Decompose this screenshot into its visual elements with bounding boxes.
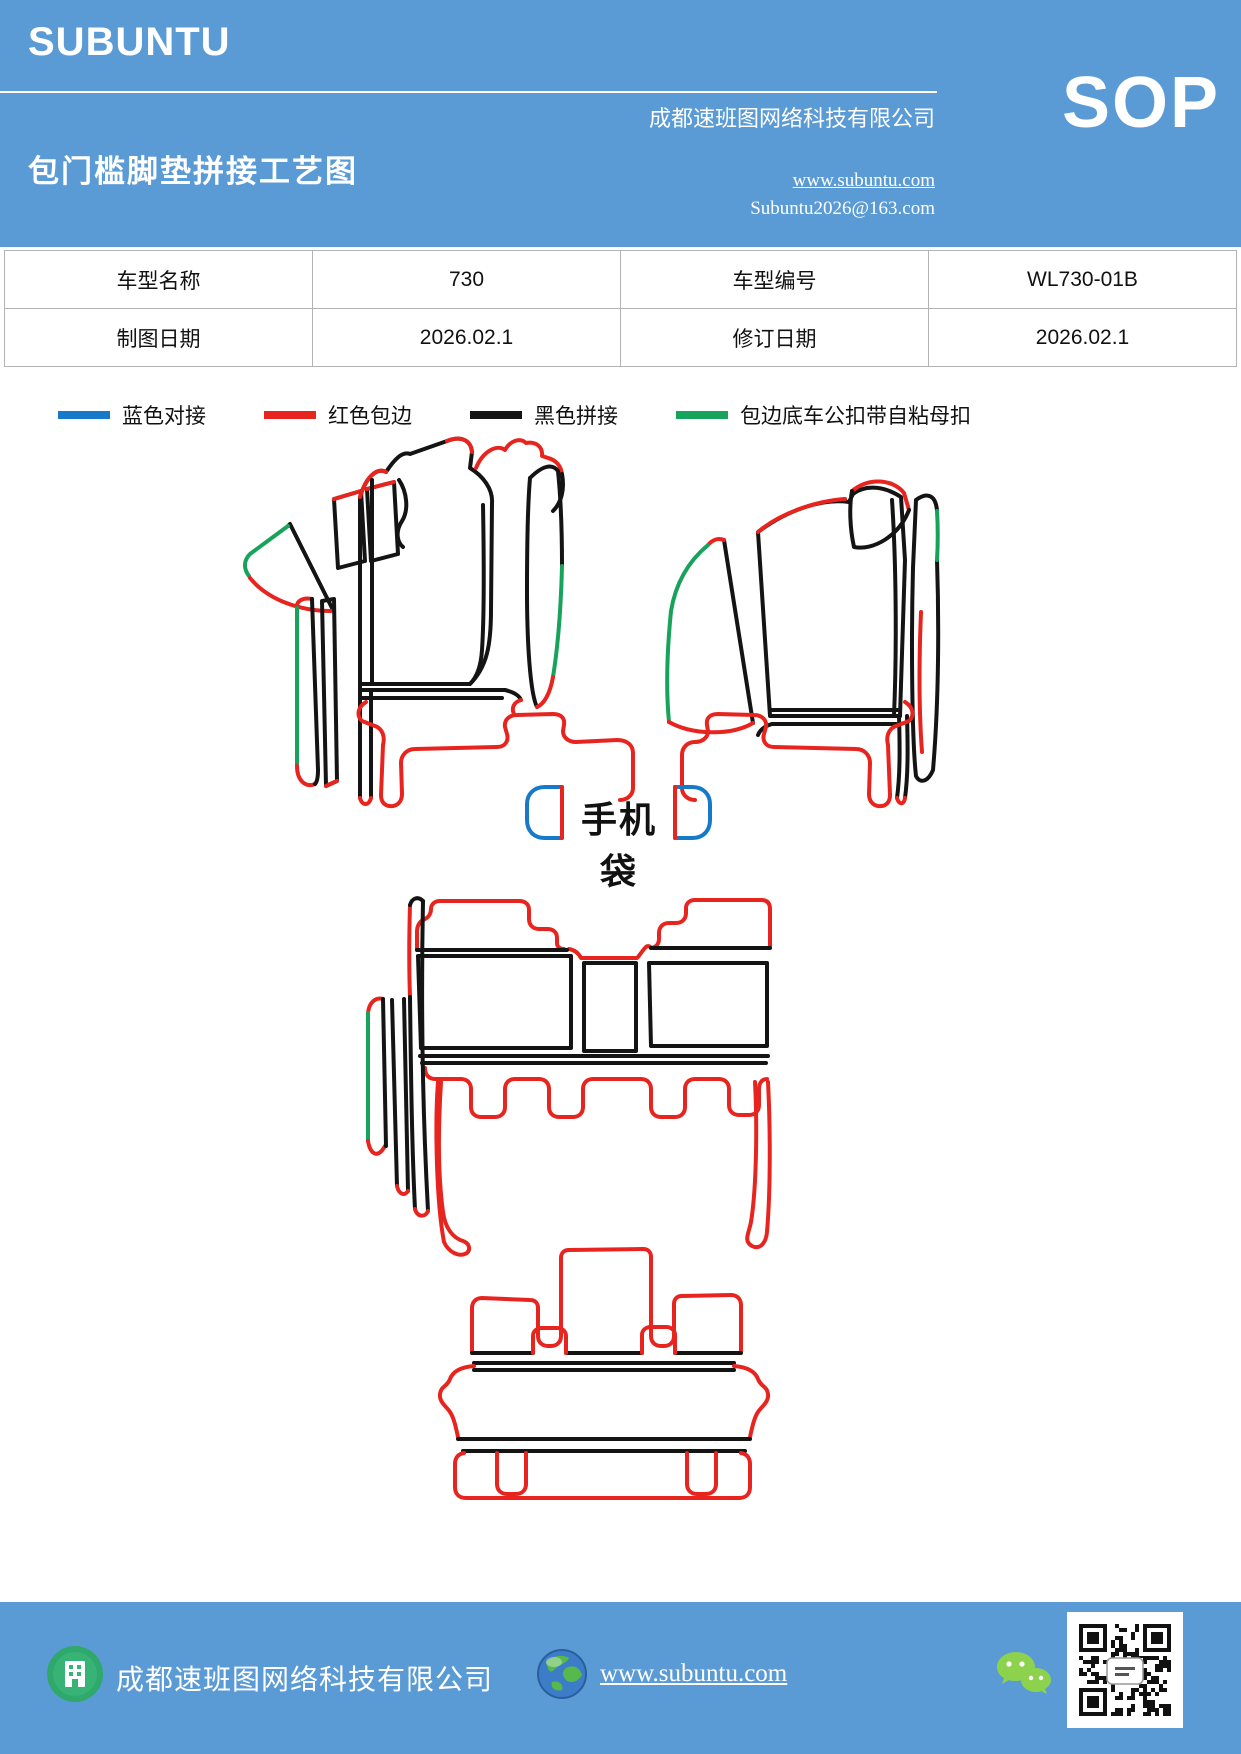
trunk-mat-outline xyxy=(437,1247,771,1500)
legend-label: 红色包边 xyxy=(328,404,412,428)
color-legend: 蓝色对接 红色包边 黑色拼接 包边底车公扣带自粘母扣 xyxy=(58,398,1178,432)
phone-bag-label: 手机袋 xyxy=(580,799,657,892)
qr-code xyxy=(1067,1612,1183,1728)
draw-date-label: 制图日期 xyxy=(4,308,313,367)
model-code-value: WL730-01B xyxy=(928,250,1237,309)
revise-date-value: 2026.02.1 xyxy=(928,308,1237,367)
phone-bag-brackets xyxy=(525,785,712,840)
model-name-value: 730 xyxy=(312,250,621,309)
green-line-swatch xyxy=(676,411,728,419)
vehicle-info-table: 车型名称 730 车型编号 WL730-01B 制图日期 2026.02.1 修… xyxy=(4,250,1237,367)
header-banner xyxy=(0,0,1241,247)
legend-item-green: 包边底车公扣带自粘母扣 xyxy=(676,400,971,430)
black-line-swatch xyxy=(470,411,522,419)
page-title: 包门槛脚垫拼接工艺图 xyxy=(28,154,358,189)
model-code-label: 车型编号 xyxy=(620,250,929,309)
revise-date-label: 修订日期 xyxy=(620,308,929,367)
table-row: 制图日期 2026.02.1 修订日期 2026.02.1 xyxy=(4,308,1237,367)
sop-badge: SOP xyxy=(1062,63,1221,143)
legend-label: 包边底车公扣带自粘母扣 xyxy=(740,404,971,428)
rear-row-mat-outline xyxy=(366,896,772,1257)
draw-date-value: 2026.02.1 xyxy=(312,308,621,367)
legend-item-blue: 蓝色对接 xyxy=(58,400,206,430)
front-left-mat-outline xyxy=(243,436,635,809)
model-name-label: 车型名称 xyxy=(4,250,313,309)
legend-item-red: 红色包边 xyxy=(264,400,412,430)
red-line-swatch xyxy=(264,411,316,419)
header-website-link[interactable]: www.subuntu.com xyxy=(792,170,935,191)
brand-logo: SUBUNTU xyxy=(28,20,231,64)
front-right-mat-outline xyxy=(665,479,941,809)
legend-label: 黑色拼接 xyxy=(534,404,618,428)
header-divider xyxy=(0,91,937,93)
legend-label: 蓝色对接 xyxy=(122,404,206,428)
footer-website-link[interactable]: www.subuntu.com xyxy=(600,1660,788,1687)
building-icon xyxy=(47,1646,103,1702)
header-email: Subuntu2026@163.com xyxy=(750,198,935,219)
globe-icon xyxy=(537,1649,587,1699)
header-company-name: 成都速班图网络科技有限公司 xyxy=(648,106,935,131)
table-row: 车型名称 730 车型编号 WL730-01B xyxy=(4,250,1237,309)
wechat-icon xyxy=(997,1652,1051,1694)
blue-line-swatch xyxy=(58,411,110,419)
footer-company-name: 成都速班图网络科技有限公司 xyxy=(116,1665,494,1696)
legend-item-black: 黑色拼接 xyxy=(470,400,618,430)
